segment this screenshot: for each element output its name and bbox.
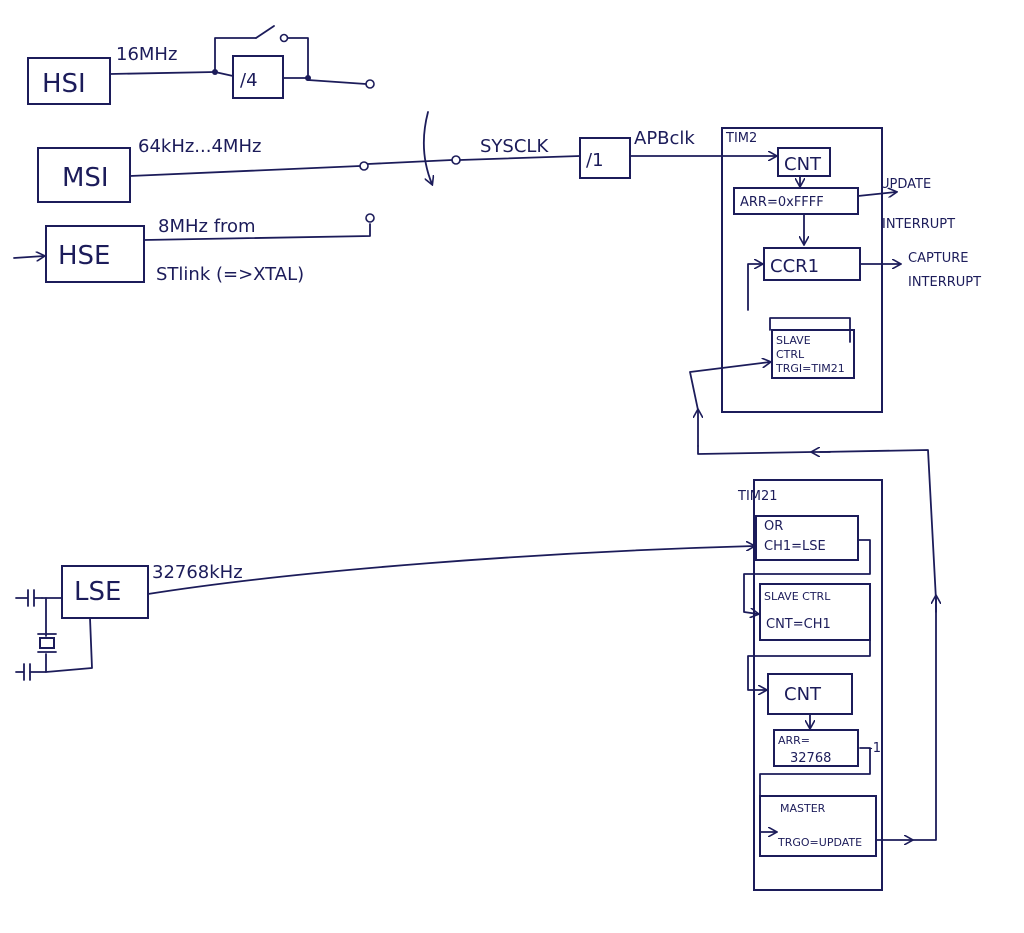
tim21-slave-to-cnt-wire bbox=[747, 611, 871, 690]
tim21-title: TIM21 bbox=[737, 489, 778, 504]
tim21-arr-suffix: -1 bbox=[868, 741, 881, 756]
apb-prescaler-box bbox=[579, 137, 631, 179]
tim2-slave-ctrl-box bbox=[771, 329, 855, 379]
bypass-switch-blade bbox=[255, 25, 275, 39]
tim21-or-to-slave-wire bbox=[743, 539, 871, 614]
apb-clock-label: APBclk bbox=[634, 128, 695, 149]
lse-to-tim21-wire bbox=[147, 546, 754, 595]
tim2-slave-label-line3: TRGI=TIM21 bbox=[775, 362, 845, 375]
msi-label: MSI bbox=[62, 163, 109, 193]
tim21-cnt-label: CNT bbox=[784, 684, 822, 705]
tim21-slave-label-line1: SLAVE CTRL bbox=[764, 590, 831, 603]
hsi-frequency: 16MHz bbox=[116, 44, 177, 65]
hse-box bbox=[45, 225, 145, 283]
lse-frequency: 32768kHz bbox=[152, 562, 243, 583]
tim21-master-label-line1: MASTER bbox=[780, 802, 826, 815]
trgo-to-tim2-wire bbox=[697, 445, 813, 455]
tim21-or-label-line1: OR bbox=[764, 519, 783, 534]
tim2-arr-box bbox=[733, 187, 859, 215]
clock-selector-blade bbox=[367, 159, 453, 165]
tim2-update-interrupt-arrow bbox=[857, 192, 896, 196]
hse-frequency: 8MHz from bbox=[158, 216, 256, 237]
hsi-label: HSI bbox=[42, 69, 86, 99]
tim21-or-label-line2: CH1=LSE bbox=[764, 539, 826, 554]
lse-box bbox=[61, 565, 149, 619]
hsi-divider-label: /4 bbox=[240, 70, 258, 91]
trgo-return-wire-upper bbox=[819, 449, 937, 601]
tim2-block: TIM2 CNT ARR=0xFFFF UPDATE INTERRUPT CCR… bbox=[721, 127, 981, 413]
msi-block: MSI bbox=[37, 147, 131, 203]
hse-input-arrow bbox=[13, 256, 44, 258]
hsi-divider-block: /4 bbox=[232, 55, 284, 99]
msi-switch-terminal bbox=[359, 161, 369, 171]
msi-wire bbox=[129, 165, 361, 177]
hsi-box bbox=[27, 57, 111, 105]
tim21-block: TIM21 OR CH1=LSE SLAVE CTRL CNT=CH1 CNT … bbox=[737, 479, 883, 891]
bypass-switch-contact bbox=[279, 33, 289, 43]
tim2-box bbox=[721, 127, 883, 413]
clock-selector-arrow bbox=[422, 111, 432, 184]
tim21-arr-to-master-wire bbox=[759, 747, 871, 832]
tim21-slave-label-line2: CNT=CH1 bbox=[766, 617, 831, 632]
hse-wire bbox=[143, 223, 371, 241]
tim2-capture-label-line2: INTERRUPT bbox=[908, 275, 981, 290]
tim2-title: TIM2 bbox=[725, 131, 757, 146]
crystal-bottom-wire bbox=[29, 653, 47, 673]
lse-label: LSE bbox=[74, 577, 121, 607]
bypass-wire bbox=[214, 37, 257, 73]
tim21-arr-label-line1: ARR= bbox=[778, 734, 810, 747]
tim21-master-label-line2: TRGO=UPDATE bbox=[777, 836, 862, 849]
tim21-box bbox=[753, 479, 883, 891]
tim21-master-box bbox=[759, 795, 877, 857]
tim2-ccr1-label: CCR1 bbox=[770, 256, 819, 277]
crystal-plates bbox=[37, 633, 57, 653]
trgo-return-wire-lower bbox=[911, 599, 937, 841]
hse-block: HSE bbox=[45, 225, 145, 283]
crystal-circuit bbox=[15, 589, 93, 681]
tim21-arr-box bbox=[773, 729, 859, 767]
tim2-arr-label: ARR=0xFFFF bbox=[740, 195, 824, 210]
crystal-return-wire bbox=[45, 617, 93, 673]
sysclk-wire bbox=[459, 155, 581, 161]
bottom-capacitor-ground-icon bbox=[15, 663, 31, 681]
tim2-cnt-box bbox=[777, 147, 831, 177]
top-capacitor-ground-icon bbox=[15, 589, 43, 607]
apb-prescaler-label: /1 bbox=[586, 150, 604, 171]
tim2-slave-label-line1: SLAVE bbox=[776, 334, 811, 347]
hsi-block: HSI bbox=[27, 57, 111, 105]
tim21-arr-label-line2: 32768 bbox=[790, 751, 831, 766]
tim21-or-box bbox=[755, 515, 859, 561]
tim2-cnt-label: CNT bbox=[784, 154, 822, 175]
tim2-update-label-line1: UPDATE bbox=[880, 177, 931, 192]
hsi-output-wire bbox=[307, 79, 367, 85]
hsi-switch-terminal bbox=[365, 79, 375, 89]
lse-block: LSE bbox=[61, 565, 149, 619]
tim2-slave-label-line2: CTRL bbox=[776, 348, 805, 361]
clock-selector-pivot bbox=[451, 155, 461, 165]
trigger-into-tim2-arrow bbox=[689, 362, 770, 411]
tim2-update-label-line2: INTERRUPT bbox=[882, 217, 955, 232]
apb-prescaler-block: /1 bbox=[579, 137, 631, 179]
crystal-icon bbox=[39, 637, 55, 649]
msi-frequency: 64kHz...4MHz bbox=[138, 136, 261, 157]
hse-switch-terminal bbox=[365, 213, 375, 223]
tim2-capture-input-arrow bbox=[747, 264, 762, 311]
bypass-return-wire bbox=[287, 37, 309, 81]
hse-note: STlink (=>XTAL) bbox=[156, 264, 304, 285]
msi-box bbox=[37, 147, 131, 203]
tim2-capture-label-line1: CAPTURE bbox=[908, 251, 969, 266]
hsi-divider-box bbox=[232, 55, 284, 99]
sysclk-label: SYSCLK bbox=[480, 136, 549, 157]
hsi-wire bbox=[109, 71, 216, 75]
hse-label: HSE bbox=[58, 241, 110, 271]
hsi-to-divider-wire bbox=[214, 71, 234, 77]
